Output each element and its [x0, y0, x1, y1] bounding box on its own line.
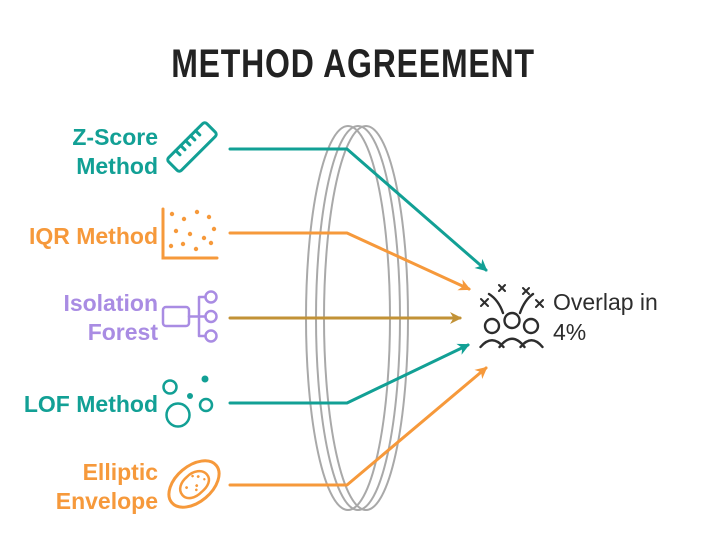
- crowd-head-center: [503, 311, 521, 330]
- celebration-crowd-icon: [479, 284, 544, 349]
- scatter-axes: [161, 207, 219, 260]
- line-iqr: [228, 231, 471, 291]
- bubbles-filled: [187, 375, 209, 399]
- confetti-trails: [487, 292, 535, 315]
- bubbles-icon: [162, 375, 214, 428]
- label-lof-method: LOF Method: [8, 390, 158, 419]
- label-z-score-method: Z-Score Method: [8, 123, 158, 181]
- tree-diagram-icon: [161, 290, 218, 343]
- line-elliptic-envelope: [228, 366, 488, 487]
- line-lof: [228, 343, 470, 405]
- envelope-outer-ellipse: [167, 459, 221, 509]
- ruler-ticks: [174, 129, 202, 157]
- crowd-head-right: [522, 317, 540, 335]
- tree-branches: [187, 295, 207, 338]
- elliptic-envelope-icon: [167, 459, 221, 509]
- crowd-shoulders: [479, 337, 544, 349]
- crowd-head-left: [483, 317, 501, 335]
- label-line: Forest: [87, 319, 158, 345]
- overlap-line: Overlap in: [553, 289, 658, 315]
- label-line: Envelope: [55, 488, 158, 514]
- label-elliptic-envelope: Elliptic Envelope: [8, 458, 158, 516]
- label-line: Elliptic: [82, 459, 158, 485]
- label-line: LOF Method: [23, 391, 158, 417]
- label-line: IQR Method: [28, 223, 158, 249]
- tree-leaf-top: [204, 290, 218, 304]
- envelope-inner-blob: [178, 469, 211, 500]
- label-iqr-method: IQR Method: [8, 222, 158, 251]
- scatter-plot-icon: [161, 207, 219, 260]
- scatter-dots: [168, 209, 217, 252]
- tree-leaf-middle: [204, 309, 218, 324]
- overlap-result-text: Overlap in 4%: [553, 287, 658, 347]
- tree-root-node: [161, 305, 191, 328]
- label-isolation-forest: Isolation Forest: [8, 289, 158, 347]
- ruler-icon: [166, 121, 218, 173]
- tree-leaf-bottom: [204, 329, 218, 343]
- label-line: Method: [76, 153, 158, 179]
- envelope-dots: [185, 474, 206, 492]
- page-title: METHOD AGREEMENT: [171, 42, 535, 86]
- line-z-score: [228, 147, 488, 272]
- ruler-body: [166, 121, 218, 173]
- connector-lines: [228, 147, 488, 487]
- label-line: Isolation: [63, 290, 158, 316]
- bubbles-outlined: [162, 379, 214, 428]
- confetti-x-marks: [480, 284, 544, 308]
- label-line: Z-Score: [72, 124, 158, 150]
- overlap-line: 4%: [553, 319, 587, 345]
